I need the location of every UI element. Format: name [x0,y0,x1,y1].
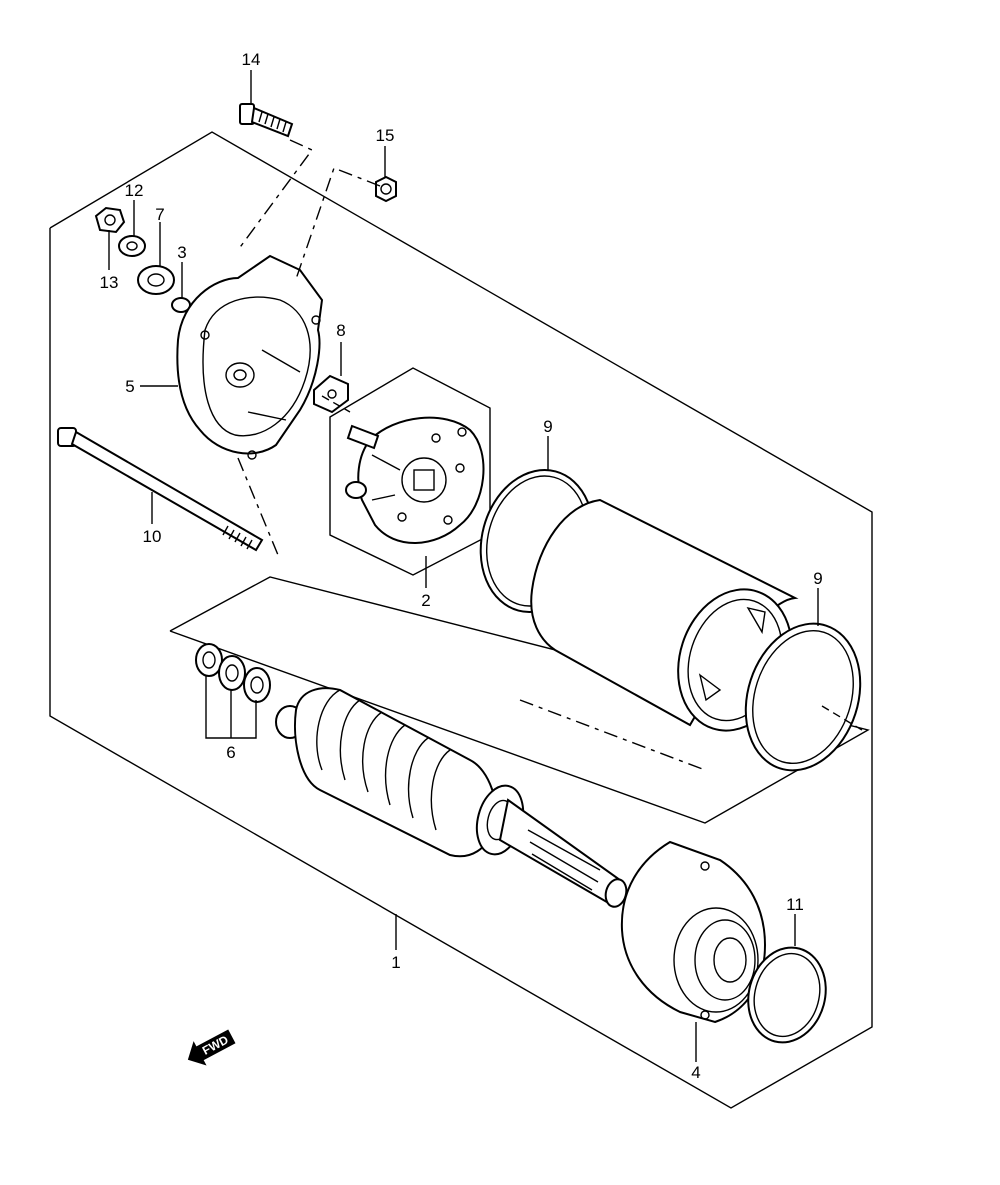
callout-3: 3 [177,243,186,262]
front-housing-4 [620,840,767,1024]
callout-11: 11 [786,895,804,914]
rear-housing-5 [176,254,324,460]
bolt-14 [239,103,294,138]
callout-14: 14 [242,50,261,69]
callout-10: 10 [143,527,162,546]
nut-13 [94,206,126,234]
callout-2: 2 [421,591,430,610]
armature-group-outline [169,576,870,824]
o-ring-9-right [744,622,862,772]
armature [275,687,628,908]
callout-13: 13 [100,273,119,292]
washer-12 [118,235,146,257]
callout-labels: 1 2 3 4 5 6 7 8 9 9 10 11 12 13 14 15 [100,50,823,1082]
callout-5: 5 [125,377,134,396]
assembly-guide-lines [237,139,863,771]
callout-1: 1 [391,953,400,972]
washer-set-6 [195,643,271,703]
seal-7 [137,265,175,295]
callout-4: 4 [691,1063,700,1082]
nut-15 [375,175,397,203]
brush-holder-2 [345,416,485,544]
fwd-direction-marker: FWD [187,1029,236,1066]
callout-9-upper: 9 [543,417,552,436]
callout-8: 8 [336,321,345,340]
callout-9-lower: 9 [813,569,822,588]
callout-15: 15 [376,126,395,145]
o-ring-11 [747,946,827,1044]
brush-8 [313,374,349,414]
assembly-boundary [49,131,873,1109]
callout-7: 7 [155,205,164,224]
callout-12: 12 [125,181,144,200]
leader-lines [108,70,819,1062]
fwd-arrow-icon [187,1029,236,1066]
through-bolt-10 [57,427,264,552]
callout-6: 6 [226,743,235,762]
